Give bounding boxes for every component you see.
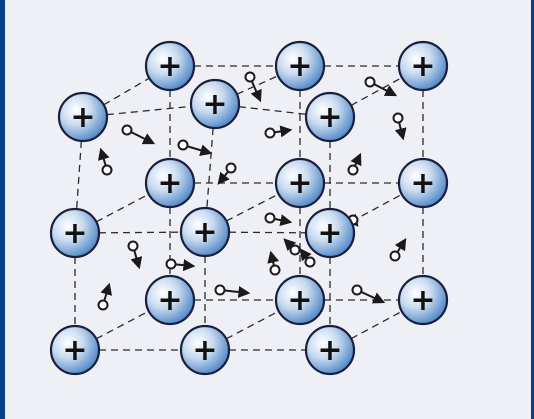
ion-plus-label: +	[157, 166, 182, 201]
metal-crystal-lattice-diagram: ++++++++++++++++++	[5, 0, 534, 419]
free-electron-icon	[394, 114, 403, 123]
free-electron-icon	[167, 260, 176, 269]
positive-ion-icon: +	[276, 276, 324, 324]
free-electron-icon	[366, 78, 375, 87]
positive-ion-icon: +	[399, 159, 447, 207]
ion-plus-label: +	[70, 100, 95, 135]
free-electron-icon	[227, 164, 236, 173]
positive-ion-icon: +	[191, 80, 239, 128]
positive-ion-icon: +	[306, 209, 354, 257]
positive-ion-icon: +	[399, 42, 447, 90]
positive-ion-icon: +	[51, 209, 99, 257]
free-electron-icon	[349, 166, 358, 175]
positive-ion-icon: +	[306, 326, 354, 374]
ion-plus-label: +	[287, 49, 312, 84]
free-electron-icon	[123, 126, 132, 135]
ion-plus-label: +	[287, 166, 312, 201]
positive-ion-icon: +	[276, 42, 324, 90]
positive-ion-icon: +	[59, 93, 107, 141]
ion-plus-label: +	[192, 333, 217, 368]
positive-ion-icon: +	[181, 326, 229, 374]
positive-ion-icon: +	[181, 208, 229, 256]
ion-plus-label: +	[202, 87, 227, 122]
ion-plus-label: +	[410, 49, 435, 84]
ion-plus-label: +	[410, 283, 435, 318]
free-electron-icon	[291, 246, 300, 255]
free-electron-icon	[246, 73, 255, 82]
free-electron-icon	[306, 258, 315, 267]
free-electron-icon	[216, 286, 225, 295]
ion-plus-label: +	[62, 216, 87, 251]
free-electron-icon	[179, 141, 188, 150]
ion-plus-label: +	[317, 333, 342, 368]
ion-plus-label: +	[410, 166, 435, 201]
ion-plus-label: +	[287, 283, 312, 318]
positive-ion-icon: +	[146, 159, 194, 207]
positive-ion-icon: +	[51, 326, 99, 374]
ion-plus-label: +	[192, 215, 217, 250]
positive-ion-icon: +	[306, 93, 354, 141]
free-electron-icon	[103, 166, 112, 175]
positive-ion-icon: +	[146, 276, 194, 324]
ion-plus-label: +	[317, 216, 342, 251]
positive-ion-icon: +	[399, 276, 447, 324]
free-electron-icon	[271, 266, 280, 275]
ion-plus-label: +	[157, 49, 182, 84]
free-electron-icon	[266, 214, 275, 223]
ion-plus-label: +	[62, 333, 87, 368]
free-electron-icon	[353, 286, 362, 295]
ion-plus-label: +	[157, 283, 182, 318]
free-electron-icon	[391, 252, 400, 261]
lattice-lines	[75, 66, 423, 350]
free-electron-icon	[266, 129, 275, 138]
positive-ion-icon: +	[276, 159, 324, 207]
free-electron-icon	[129, 242, 138, 251]
free-electron-icon	[99, 301, 108, 310]
ion-plus-label: +	[317, 100, 342, 135]
positive-ion-icon: +	[146, 42, 194, 90]
